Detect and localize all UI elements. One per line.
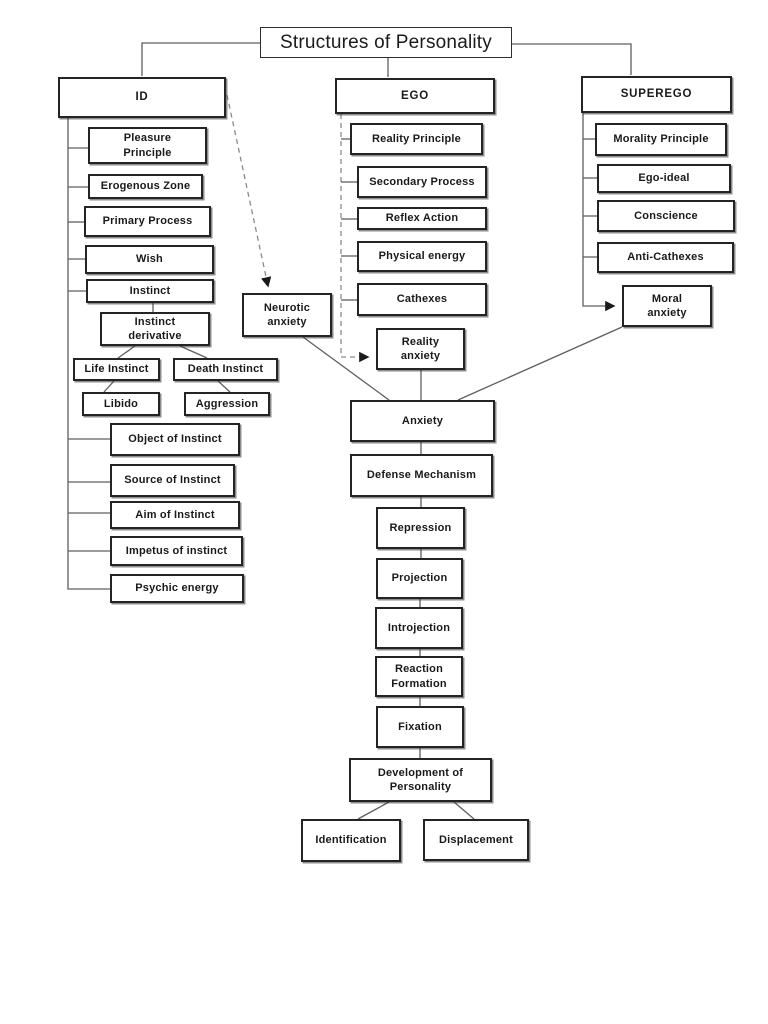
node-projection: Projection (376, 558, 463, 599)
node-reaction-formation: Reaction Formation (375, 656, 463, 697)
node-conscience: Conscience (597, 200, 735, 232)
node-physical-energy: Physical energy (357, 241, 487, 272)
node-anti-cathexes: Anti-Cathexes (597, 242, 734, 273)
node-life-instinct: Life Instinct (73, 358, 160, 381)
ego-header: EGO (335, 78, 495, 114)
diagram-title: Structures of Personality (260, 27, 512, 58)
node-instinct-derivative: Instinct derivative (100, 312, 210, 346)
ego-trunk-line (340, 114, 370, 363)
node-fixation: Fixation (376, 706, 464, 748)
node-anxiety: Anxiety (350, 400, 495, 442)
node-defense-mechanism: Defense Mechanism (350, 454, 493, 497)
neurotic-to-anxiety-line (302, 336, 390, 401)
node-ego-ideal: Ego-ideal (597, 164, 731, 193)
id-header: ID (58, 77, 226, 118)
node-object-of-instinct: Object of Instinct (110, 423, 240, 456)
development-to-identification-line (357, 801, 390, 820)
moral-to-anxiety-line (457, 326, 623, 401)
node-reflex-action: Reflex Action (357, 207, 487, 230)
title-to-id-line (141, 42, 260, 76)
node-instinct: Instinct (86, 279, 214, 303)
id-to-neurotic-arrow (226, 94, 272, 288)
node-psychic-energy: Psychic energy (110, 574, 244, 603)
node-introjection: Introjection (375, 607, 463, 649)
node-source-of-instinct: Source of Instinct (110, 464, 235, 497)
node-repression: Repression (376, 507, 465, 549)
node-death-instinct: Death Instinct (173, 358, 278, 381)
node-displacement: Displacement (423, 819, 529, 861)
node-aim-of-instinct: Aim of Instinct (110, 501, 240, 529)
node-reality-principle: Reality Principle (350, 123, 483, 155)
title-to-superego-line (512, 43, 632, 75)
node-neurotic-anxiety: Neurotic anxiety (242, 293, 332, 337)
id-trunk-line (67, 118, 110, 590)
node-identification: Identification (301, 819, 401, 862)
node-reality-anxiety: Reality anxiety (376, 328, 465, 370)
node-wish: Wish (85, 245, 214, 274)
node-secondary-process: Secondary Process (357, 166, 487, 198)
node-pleasure-principle: Pleasure Principle (88, 127, 207, 164)
superego-header: SUPEREGO (581, 76, 732, 113)
node-libido: Libido (82, 392, 160, 416)
development-to-displacement-line (453, 801, 475, 820)
node-moral-anxiety: Moral anxiety (622, 285, 712, 327)
node-primary-process: Primary Process (84, 206, 211, 237)
node-morality-principle: Morality Principle (595, 123, 727, 156)
superego-trunk-line (582, 113, 616, 312)
node-erogenous-zone: Erogenous Zone (88, 174, 203, 199)
node-impetus-of-instinct: Impetus of instinct (110, 536, 243, 566)
node-cathexes: Cathexes (357, 283, 487, 316)
node-development-of-personality: Development of Personality (349, 758, 492, 802)
node-aggression: Aggression (184, 392, 270, 416)
